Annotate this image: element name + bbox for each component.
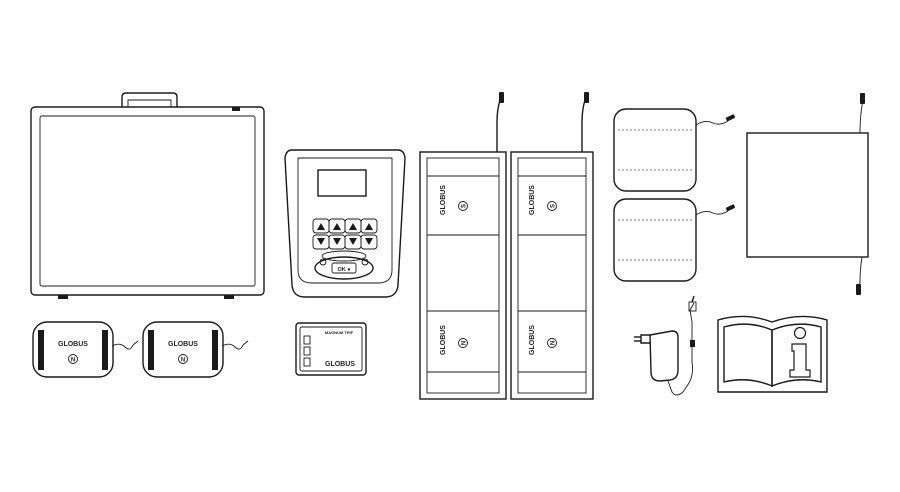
power-adapter bbox=[634, 295, 697, 396]
small-electrode-1-brand: GLOBUS bbox=[58, 341, 88, 348]
magnetic-band-1: GLOBUS S GLOBUS N bbox=[419, 92, 507, 400]
band-2-upper-pole: S bbox=[551, 204, 557, 208]
cable-plate-brand: GLOBUS bbox=[325, 361, 355, 368]
stimulator-device: OK ● bbox=[284, 149, 406, 298]
small-electrode-2-brand: GLOBUS bbox=[168, 341, 198, 348]
device-ok-button: OK ● bbox=[337, 267, 350, 273]
large-pad bbox=[746, 93, 869, 295]
band-2-upper-brand: GLOBUS bbox=[529, 185, 536, 215]
small-electrode-1-pole: N bbox=[71, 358, 75, 364]
cable-plate: MAGNUM TPIF GLOBUS bbox=[295, 322, 367, 376]
device-keypad bbox=[312, 218, 378, 250]
magnetic-band-2: GLOBUS S GLOBUS N bbox=[510, 92, 594, 400]
small-electrode-2-pole: N bbox=[181, 358, 185, 364]
small-electrode-1: GLOBUS N bbox=[32, 321, 139, 378]
band-1-upper-brand: GLOBUS bbox=[440, 185, 447, 215]
band-1-lower-pole: N bbox=[462, 341, 468, 345]
electrode-pad-1 bbox=[613, 108, 736, 192]
cable-plate-header: MAGNUM TPIF bbox=[325, 330, 354, 335]
device-display bbox=[317, 169, 367, 197]
electrode-pad-2 bbox=[613, 198, 736, 282]
carrying-case bbox=[30, 92, 265, 299]
band-1-upper-pole: S bbox=[462, 204, 468, 208]
band-1-lower-brand: GLOBUS bbox=[440, 325, 447, 355]
small-electrode-2: GLOBUS N bbox=[142, 321, 249, 378]
band-2-lower-brand: GLOBUS bbox=[529, 325, 536, 355]
manual-book-icon bbox=[717, 315, 828, 393]
band-2-lower-pole: N bbox=[551, 341, 557, 345]
